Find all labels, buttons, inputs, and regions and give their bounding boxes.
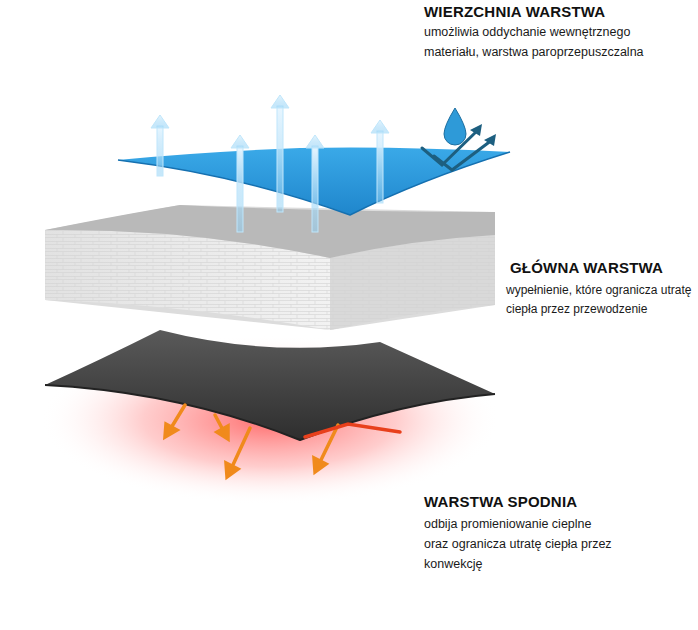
label-slot: WARSTWA SPODNIA (424, 492, 674, 512)
layer-description: odbija promieniowanie cieplne oraz ogran… (424, 514, 616, 574)
label-slot: GŁÓWNA WARSTWA (510, 258, 690, 278)
layer-heading: WIERZCHNIA WARSTWA (424, 2, 684, 22)
label-slot: wypełnienie, które ogranicza utratę ciep… (506, 281, 694, 319)
layer-heading: WARSTWA SPODNIA (424, 492, 674, 512)
label-slot: WIERZCHNIA WARSTWA (424, 2, 684, 22)
label-slot: odbija promieniowanie cieplne oraz ogran… (424, 514, 616, 574)
label-slot: umożliwia oddychanie wewnętrznego materi… (424, 22, 679, 62)
layer-heading: GŁÓWNA WARSTWA (510, 258, 690, 278)
layer-description: umożliwia oddychanie wewnętrznego materi… (424, 22, 679, 62)
layer-description: wypełnienie, które ogranicza utratę ciep… (506, 281, 694, 319)
